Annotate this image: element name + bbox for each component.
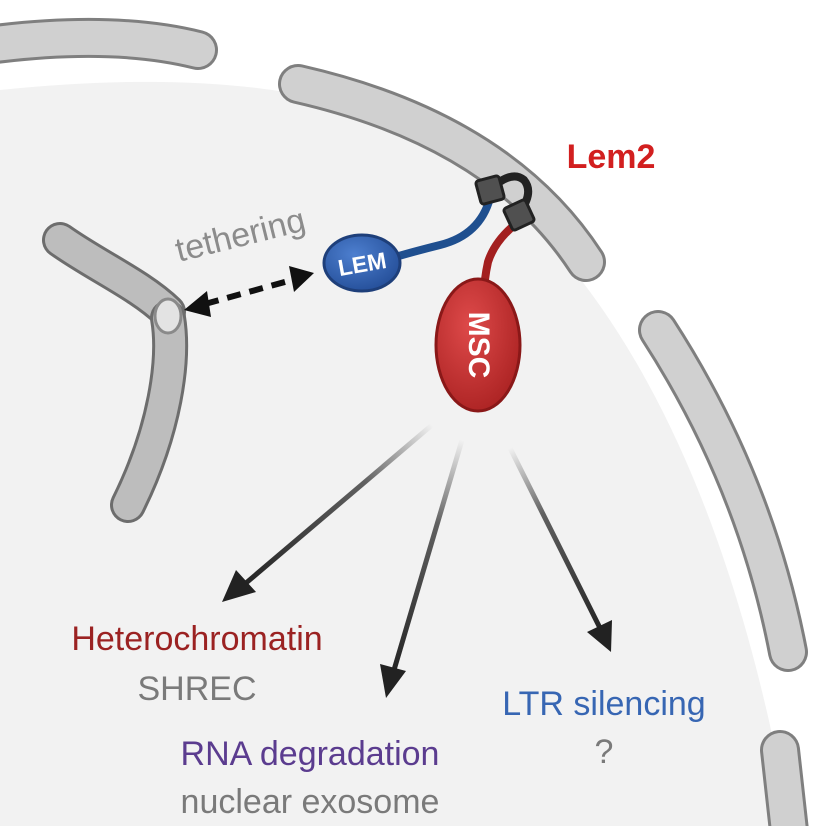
msc-label: MSC [462, 312, 495, 379]
transmembrane-block-2 [502, 198, 536, 232]
lem2-title: Lem2 [567, 138, 656, 176]
outcome-heterochromatin-label: Heterochromatin [71, 620, 322, 658]
chromosome [42, 222, 189, 523]
outcome-ltr-silencing: LTR silencing ? [502, 685, 705, 771]
envelope-segment-1-inner [0, 20, 215, 67]
outcome-ltr-label: LTR silencing [502, 685, 705, 723]
arrow-heterochromatin [244, 423, 434, 585]
outcome-rna-sub: nuclear exosome [181, 783, 440, 821]
arrowhead-heterochromatin [222, 570, 256, 602]
lem-linker [388, 194, 494, 262]
envelope-segment-3-inner [641, 313, 805, 669]
tethering-arrowhead-left [184, 291, 211, 317]
outcome-ltr-sub: ? [595, 733, 614, 771]
centromere [153, 297, 183, 335]
transmembrane-block-1 [474, 174, 506, 206]
arrowhead-rna-degradation [380, 664, 406, 698]
arrow-ltr-silencing [507, 446, 603, 630]
lem2-protein [388, 172, 536, 300]
outcome-rna-label: RNA degradation [181, 735, 440, 773]
nuclear-envelope [0, 17, 810, 831]
outcome-rna-degradation: RNA degradation nuclear exosome [181, 735, 440, 821]
arrowhead-ltr-silencing [587, 620, 612, 652]
tethering-arrow [184, 266, 314, 317]
msc-domain: MSC [434, 277, 522, 413]
arrow-rna-degradation [391, 439, 465, 671]
lem-domain: LEM [322, 233, 402, 293]
envelope-segment-4-inner [763, 733, 807, 831]
chromosome-arm-lower-fill [113, 303, 186, 520]
outcome-arrows [222, 423, 612, 698]
outcome-heterochromatin-sub: SHREC [137, 670, 256, 708]
tethering-arrowhead-right [289, 266, 314, 292]
outcome-heterochromatin: Heterochromatin SHREC [71, 620, 322, 708]
envelope-segment-2-inner [281, 67, 603, 279]
